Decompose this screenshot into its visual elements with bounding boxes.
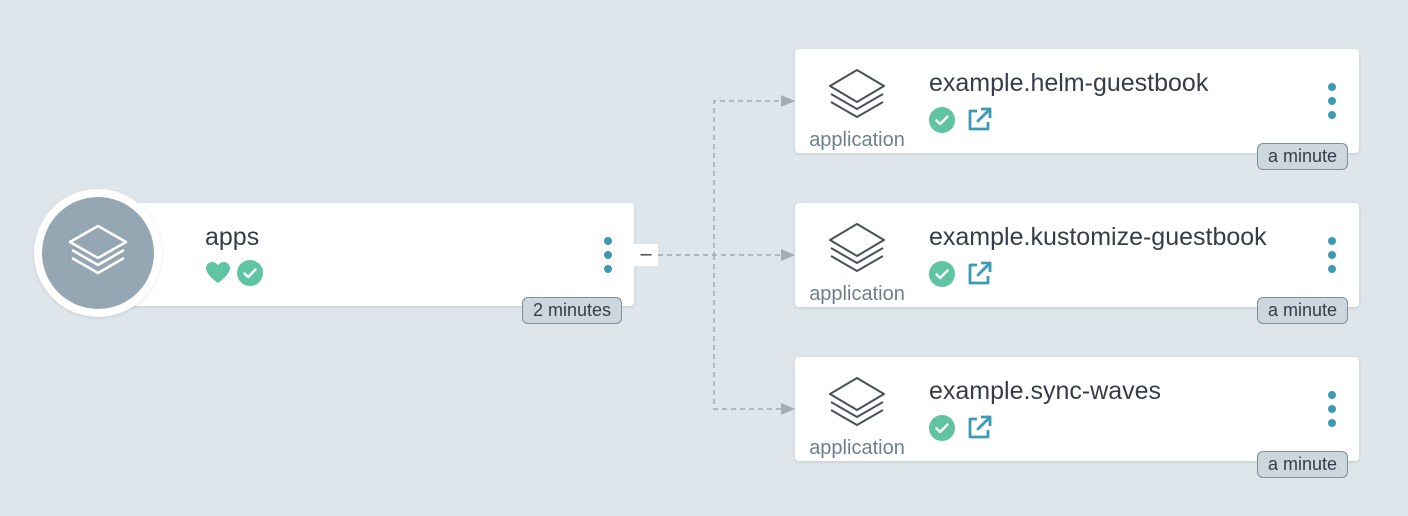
root-app-node[interactable]: apps (98, 203, 634, 306)
root-app-name: apps (205, 223, 260, 251)
edge-to-child-1 (658, 95, 795, 256)
child-kebab-menu-icon[interactable] (1326, 391, 1338, 427)
edge-to-child-3 (713, 255, 795, 415)
child-status-icons (929, 414, 993, 442)
check-circle-icon (929, 415, 955, 441)
layers-icon (829, 69, 885, 118)
child-app-node[interactable]: application example.helm-guestbook (795, 49, 1359, 153)
child-status-icons (929, 260, 993, 288)
child-age-badge: a minute (1257, 297, 1349, 324)
child-app-node[interactable]: application example.sync-waves (795, 357, 1359, 461)
layers-icon (829, 223, 885, 272)
root-app-icon-circle[interactable] (34, 189, 162, 317)
child-app-name: example.helm-guestbook (929, 69, 1209, 97)
child-app-icon: application (795, 221, 919, 306)
child-app-icon: application (795, 375, 919, 460)
child-app-kind: application (809, 437, 905, 459)
check-circle-icon (237, 260, 263, 286)
child-app-name: example.sync-waves (929, 377, 1162, 405)
root-kebab-menu-icon[interactable] (602, 237, 614, 273)
child-app-node[interactable]: application example.kustomize-guestbook (795, 203, 1359, 307)
child-kebab-menu-icon[interactable] (1326, 83, 1338, 119)
heart-icon (206, 262, 230, 283)
child-app-kind: application (809, 129, 905, 151)
check-circle-icon (929, 107, 955, 133)
external-link-icon[interactable] (965, 106, 993, 134)
child-age-badge: a minute (1257, 143, 1349, 170)
child-app-icon: application (795, 67, 919, 152)
collapse-children-button[interactable]: – (634, 244, 658, 266)
child-status-icons (929, 106, 993, 134)
child-app-name: example.kustomize-guestbook (929, 223, 1267, 251)
layers-icon (829, 377, 885, 426)
layers-icon (68, 224, 128, 275)
root-status-icons (205, 260, 263, 286)
child-kebab-menu-icon[interactable] (1326, 237, 1338, 273)
root-age-badge: 2 minutes (522, 297, 623, 324)
child-age-badge: a minute (1257, 451, 1349, 478)
external-link-icon[interactable] (965, 414, 993, 442)
check-circle-icon (929, 261, 955, 287)
external-link-icon[interactable] (965, 260, 993, 288)
child-app-kind: application (809, 283, 905, 305)
